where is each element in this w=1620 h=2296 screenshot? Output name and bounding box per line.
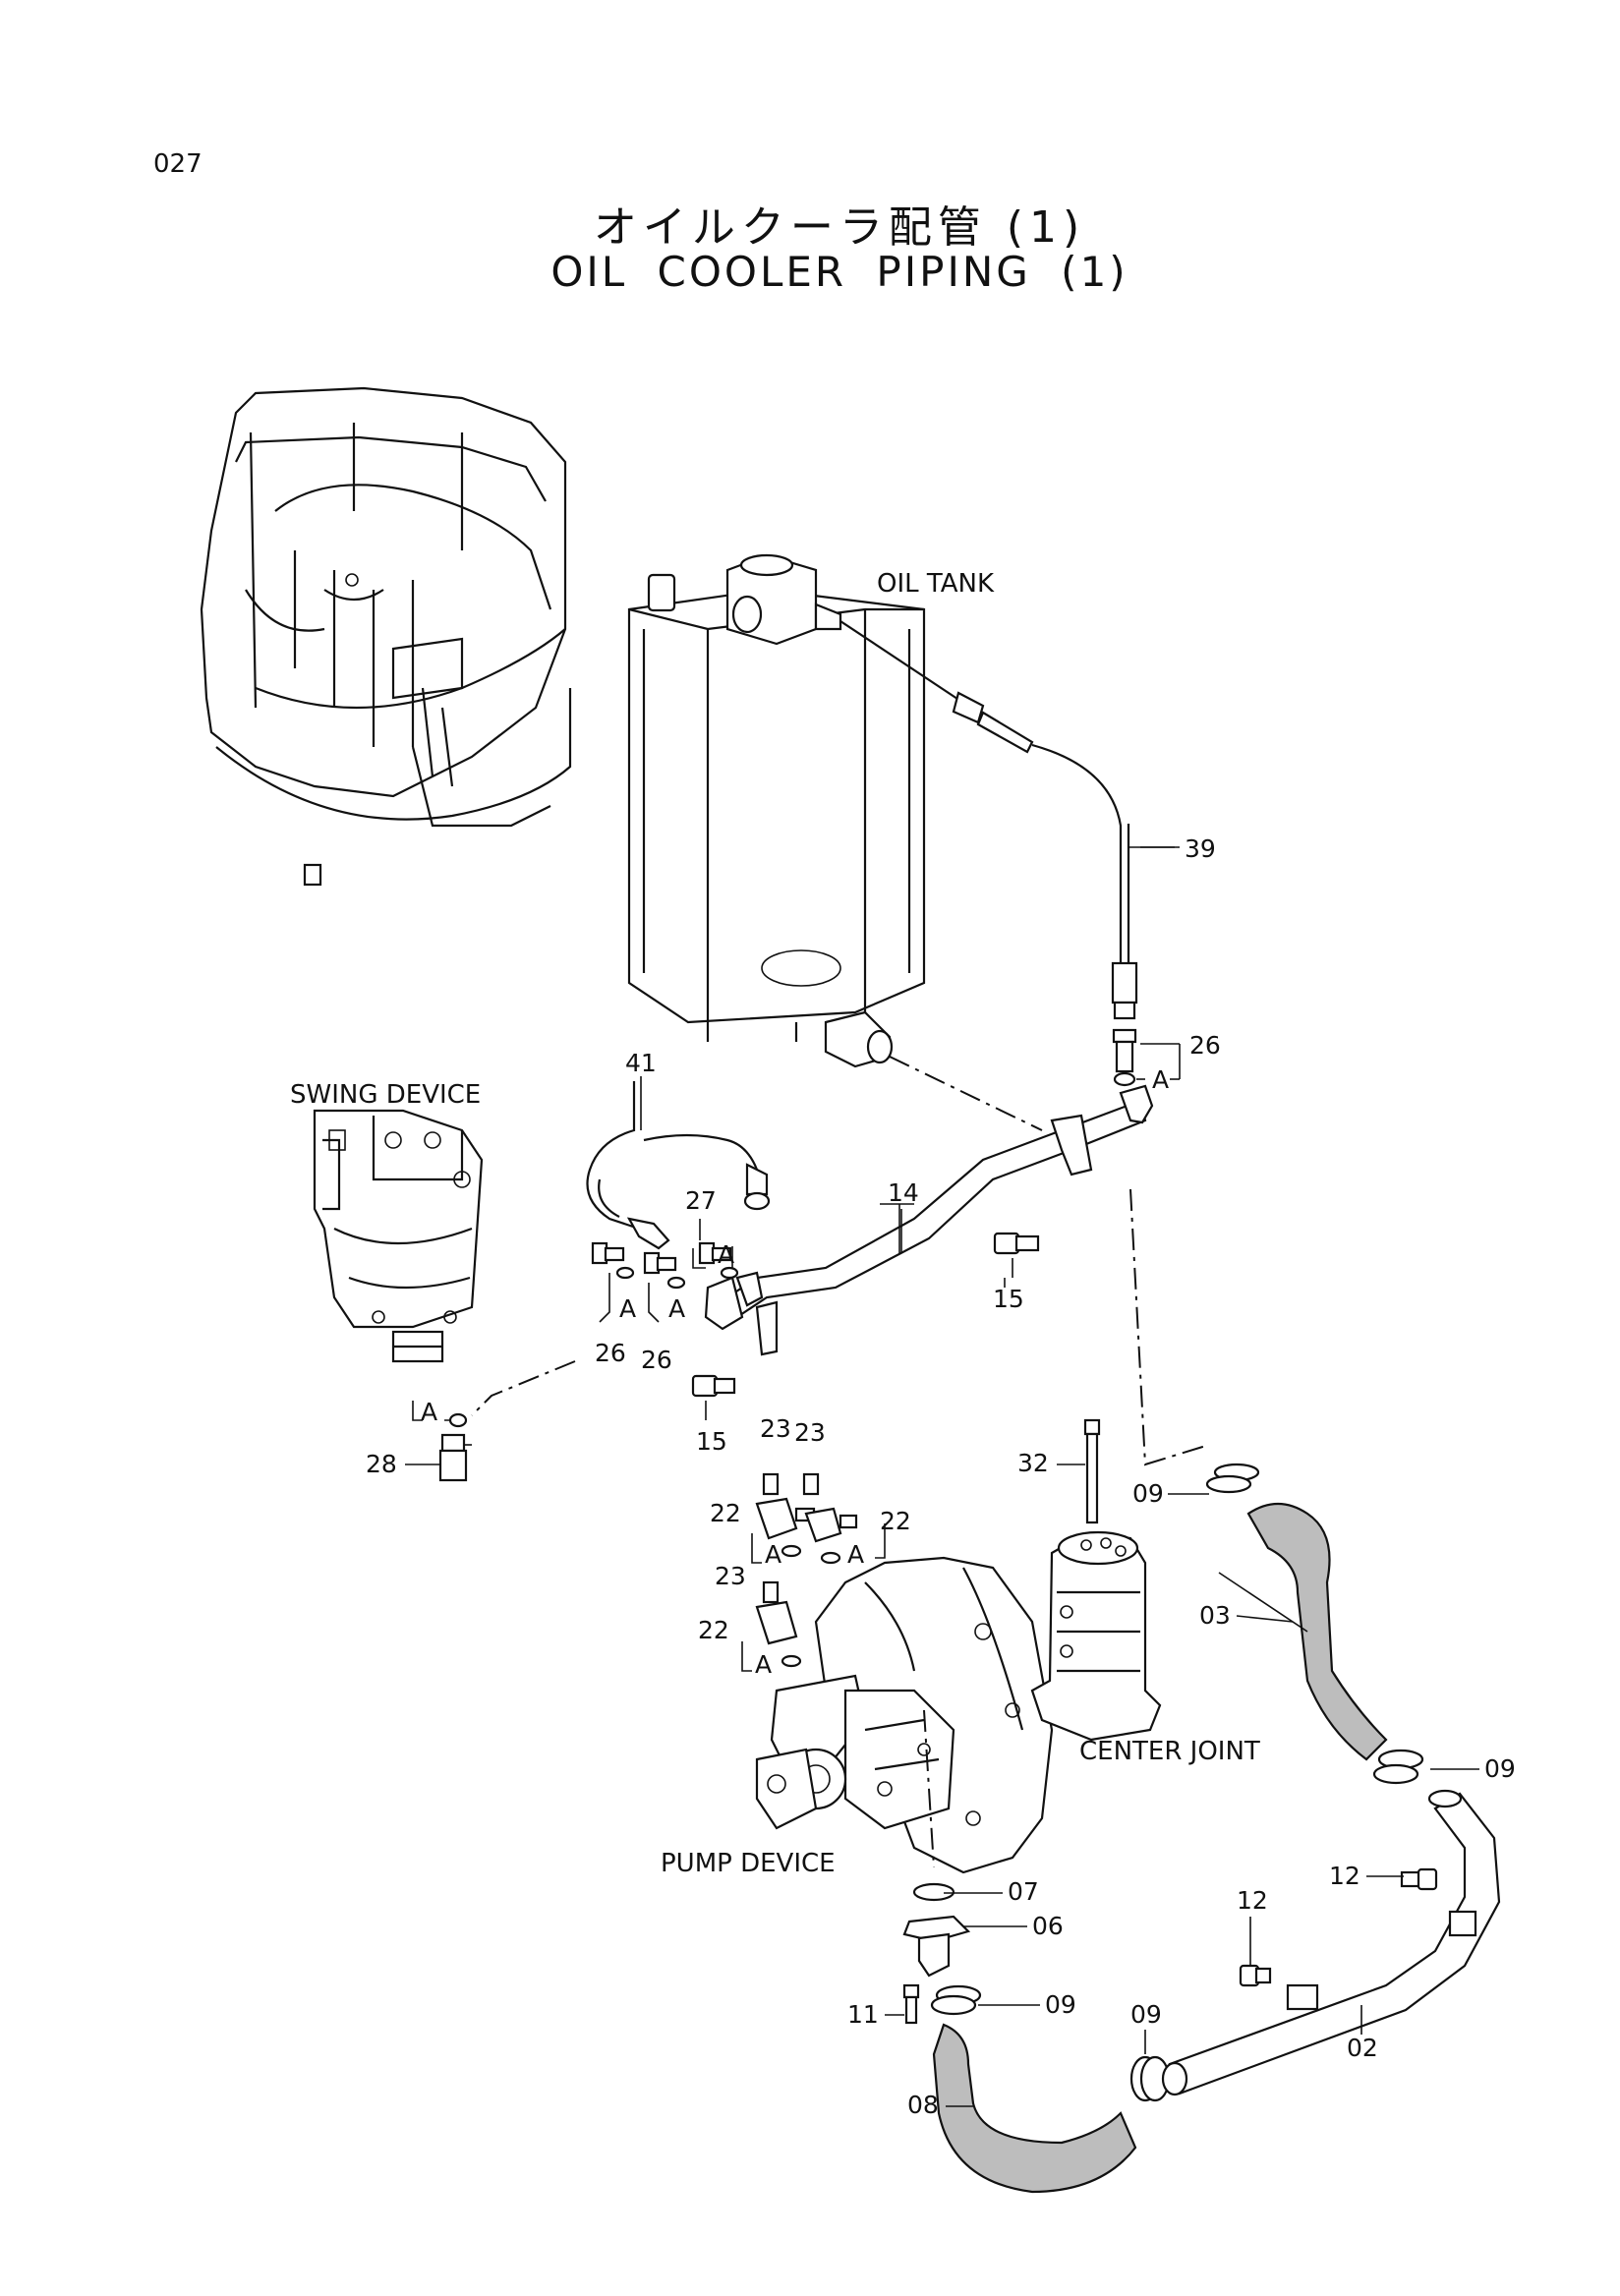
page-title-english: OIL COOLER PIPING (1) [550,248,1128,296]
hose-39 [839,620,1175,1020]
o-ring-marker-26-upper: A [1152,1065,1169,1094]
fitting-28 [438,1433,472,1482]
bolt-15-lower [691,1374,736,1420]
callout-41: 41 [625,1049,657,1077]
pipe-14 [704,1084,1154,1356]
callout-28: 28 [366,1450,397,1478]
center-joint-illustration [1030,1530,1162,1742]
callout-22: 22 [698,1616,729,1644]
label-pump-device: PUMP DEVICE [661,1849,836,1878]
callout-26: 26 [1189,1031,1221,1060]
clamp-09-pump [930,1984,982,2016]
callout-39: 39 [1185,834,1216,863]
o-ring-marker-22-left: A [765,1540,781,1569]
hose-41 [586,1081,771,1250]
o-ring-marker-22-right: A [847,1540,864,1569]
pipe-02 [1161,1789,1501,2096]
callout-26: 26 [641,1346,672,1374]
callout-15: 15 [993,1285,1024,1313]
callout-12: 12 [1237,1886,1268,1915]
fitting-26-upper [1112,1028,1181,1087]
callout-09: 09 [1484,1754,1516,1783]
callout-27: 27 [685,1186,717,1215]
callout-22: 22 [880,1507,911,1535]
callout-12: 12 [1329,1862,1360,1890]
o-ring-marker-26-left: A [619,1294,636,1323]
callout-23: 23 [760,1414,791,1443]
fitting-27 [698,1219,739,1280]
clamp-09-middle [1372,1749,1424,1785]
pump-device-illustration [755,1556,1054,1874]
fitting-26-left-pair [591,1241,686,1290]
clamp-09-upper [1205,1463,1260,1494]
oil-tank-illustration [627,553,926,1068]
o-ring-markers [412,1246,886,1672]
connection-lines [471,1056,1210,1868]
callout-09: 09 [1130,2000,1162,2029]
callout-03: 03 [1199,1601,1231,1630]
flange-06 [902,1882,971,2025]
o-ring-marker-22-lower: A [755,1650,772,1679]
callout-26: 26 [595,1339,626,1367]
callout-14: 14 [888,1178,919,1207]
o-ring-marker-27: A [718,1240,734,1269]
callout-06: 06 [1032,1912,1064,1940]
callout-07: 07 [1008,1877,1039,1906]
machine-upper-structure-illustration [200,386,572,887]
bolt-12-right [1400,1867,1438,1891]
callout-08: 08 [907,2091,939,2119]
label-center-joint: CENTER JOINT [1079,1737,1260,1766]
o-ring-marker-26-right: A [668,1294,685,1323]
bolt-32 [1083,1418,1101,1524]
callout-09: 09 [1045,1990,1076,2019]
callout-02: 02 [1347,2034,1378,2062]
bolt-12-center [1239,1964,1272,1987]
callout-09: 09 [1132,1479,1164,1508]
callout-22: 22 [710,1499,741,1527]
callout-11: 11 [847,2000,879,2029]
label-swing-device: SWING DEVICE [290,1080,481,1110]
page-title-japanese: オイルクーラ配管 (1) [593,202,1086,253]
callout-32: 32 [1017,1449,1049,1477]
swing-device-illustration [313,1109,484,1363]
fittings-22-23-pump [755,1472,858,1668]
hose-08 [932,2023,1137,2194]
bolt-15-upper [993,1232,1040,1278]
hose-03 [1246,1503,1388,1761]
callout-leader-lines [405,846,1479,2107]
o-ring-marker-swing: A [421,1398,437,1426]
callout-15: 15 [696,1427,727,1456]
callout-23: 23 [794,1418,826,1447]
clamp-09-lower [1129,2055,1171,2102]
callout-23: 23 [715,1562,746,1590]
label-oil-tank: OIL TANK [877,569,995,599]
page-number: 027 [153,149,202,179]
